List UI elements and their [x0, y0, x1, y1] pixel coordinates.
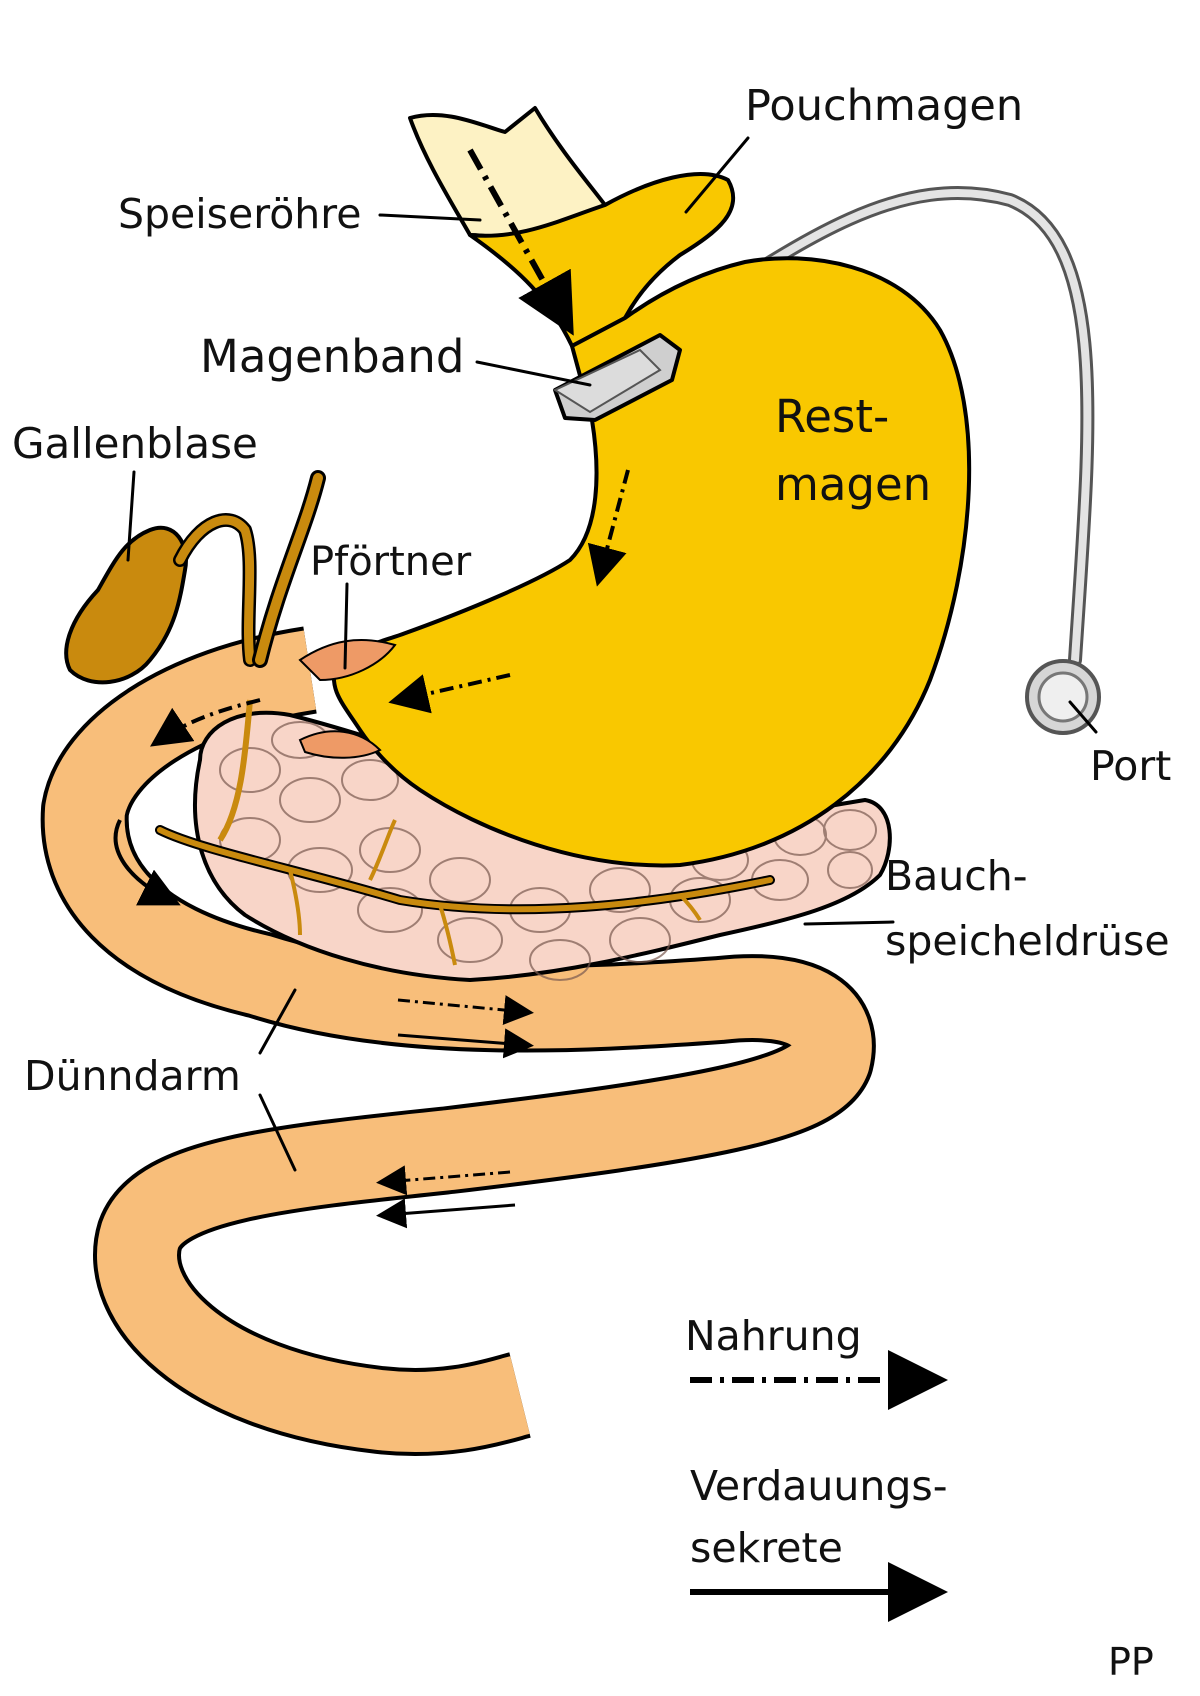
pylorus — [298, 639, 397, 682]
food-arrow-duodenum — [150, 698, 261, 747]
flow-arrows — [113, 148, 630, 1229]
label-pouchmagen: Pouchmagen — [745, 81, 1023, 131]
food-arrow-stomach-2 — [388, 673, 511, 714]
food-arrow-intestine-2 — [376, 1165, 511, 1196]
label-magenband: Magenband — [200, 330, 464, 383]
gastric-band — [552, 333, 682, 422]
author-signature: PP — [1108, 1640, 1154, 1684]
label-duenndarm: Dünndarm — [24, 1052, 241, 1100]
label-restmagen-2: magen — [775, 458, 931, 511]
label-pfoertner: Pförtner — [310, 539, 472, 585]
legend-secretions-1: Verdauungs- — [690, 1462, 948, 1510]
leader-lines — [126, 136, 1098, 1172]
label-port: Port — [1090, 742, 1171, 790]
small-intestine — [40, 626, 876, 1456]
legend-food-label: Nahrung — [685, 1312, 862, 1360]
food-arrow-esophagus — [467, 148, 574, 336]
label-speiseroehre: Speiseröhre — [118, 190, 361, 238]
secretion-arrow-duodenum — [113, 819, 181, 906]
remnant-stomach — [331, 256, 972, 868]
food-arrow-stomach-1 — [587, 469, 630, 587]
gallbladder — [64, 470, 775, 966]
legend: Nahrung Verdauungs- sekrete — [685, 1312, 948, 1622]
secretion-arrow-intestine-2 — [376, 1198, 516, 1229]
legend-secretions-2: sekrete — [690, 1524, 843, 1572]
label-bauch-1: Bauch- — [885, 852, 1028, 900]
label-bauch-2: speicheldrüse — [885, 917, 1170, 965]
label-gallenblase: Gallenblase — [12, 419, 258, 468]
secretion-arrow-intestine-1 — [397, 1028, 534, 1059]
food-arrow-intestine-1 — [397, 995, 534, 1025]
label-restmagen-1: Rest- — [775, 390, 889, 443]
